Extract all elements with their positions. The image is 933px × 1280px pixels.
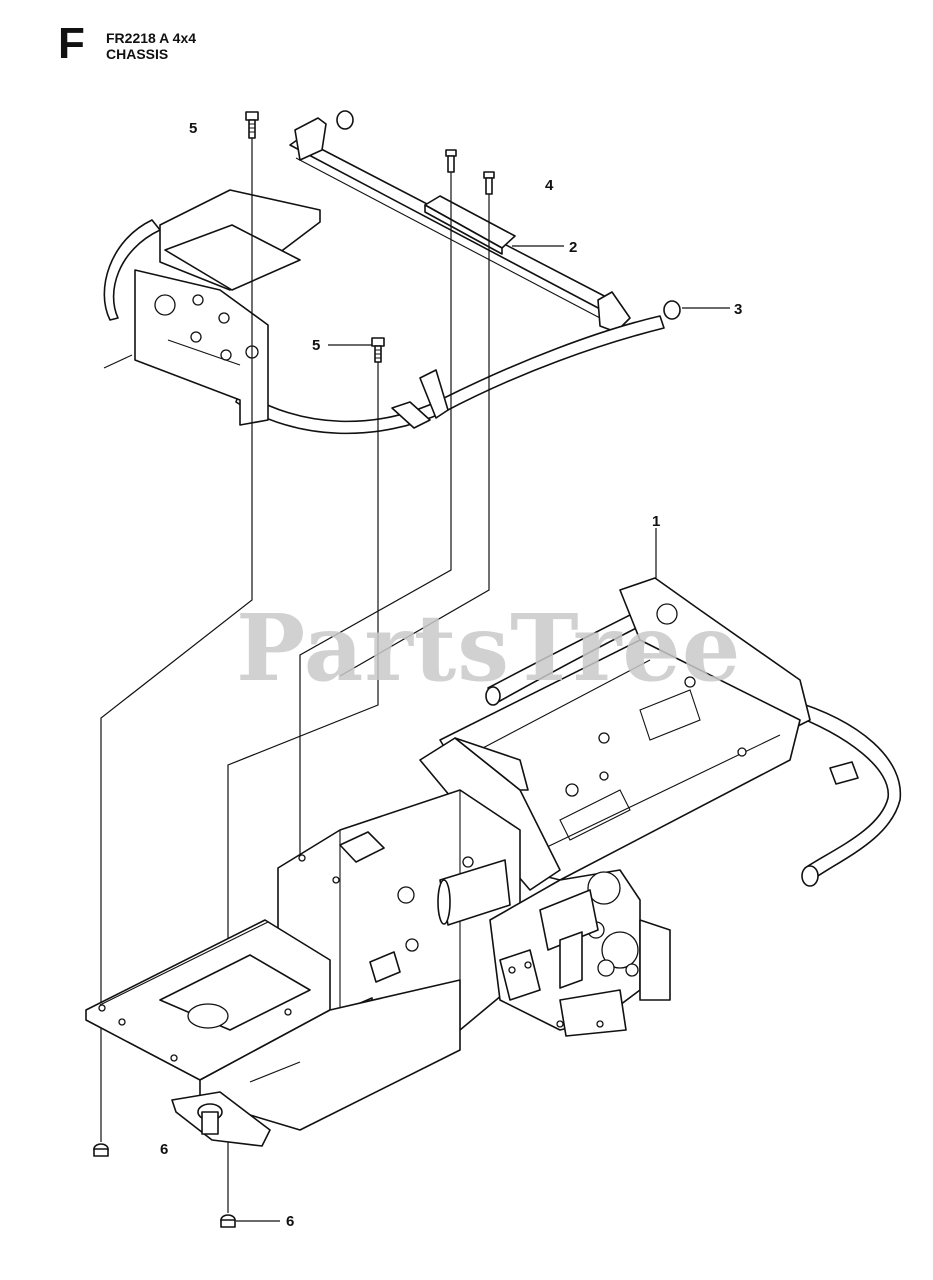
bolt-4-left[interactable] xyxy=(445,149,457,173)
watermark: PartsTree xyxy=(236,594,742,702)
assembly-guide-lines xyxy=(100,138,490,1213)
callout-6-left: 6 xyxy=(160,1141,168,1158)
section-title: CHASSIS xyxy=(106,46,169,62)
callout-4: 4 xyxy=(545,177,554,194)
front-frame-assembly[interactable] xyxy=(103,117,665,435)
main-chassis-frame[interactable] xyxy=(85,577,902,1147)
callout-1: 1 xyxy=(652,513,660,530)
nut-6-left[interactable] xyxy=(93,1143,109,1157)
left-mount-plate[interactable] xyxy=(103,189,321,426)
callout-2: 2 xyxy=(569,239,577,256)
callout-5-top: 5 xyxy=(189,120,197,137)
bolt-5-middle[interactable] xyxy=(371,337,385,363)
tube-end-cap-3[interactable] xyxy=(336,110,681,320)
callout-6-bottom: 6 xyxy=(286,1213,294,1230)
callout-leaders xyxy=(236,245,730,1222)
bolt-4-right[interactable] xyxy=(483,171,495,195)
callout-5-middle: 5 xyxy=(312,337,320,354)
bolt-5-top[interactable] xyxy=(245,111,259,139)
model-title: FR2218 A 4x4 xyxy=(106,30,197,46)
callout-3: 3 xyxy=(734,301,742,318)
nut-6-bottom[interactable] xyxy=(220,1214,236,1228)
sheet-letter: F xyxy=(58,19,85,68)
tube-clip-bracket[interactable] xyxy=(391,369,449,429)
